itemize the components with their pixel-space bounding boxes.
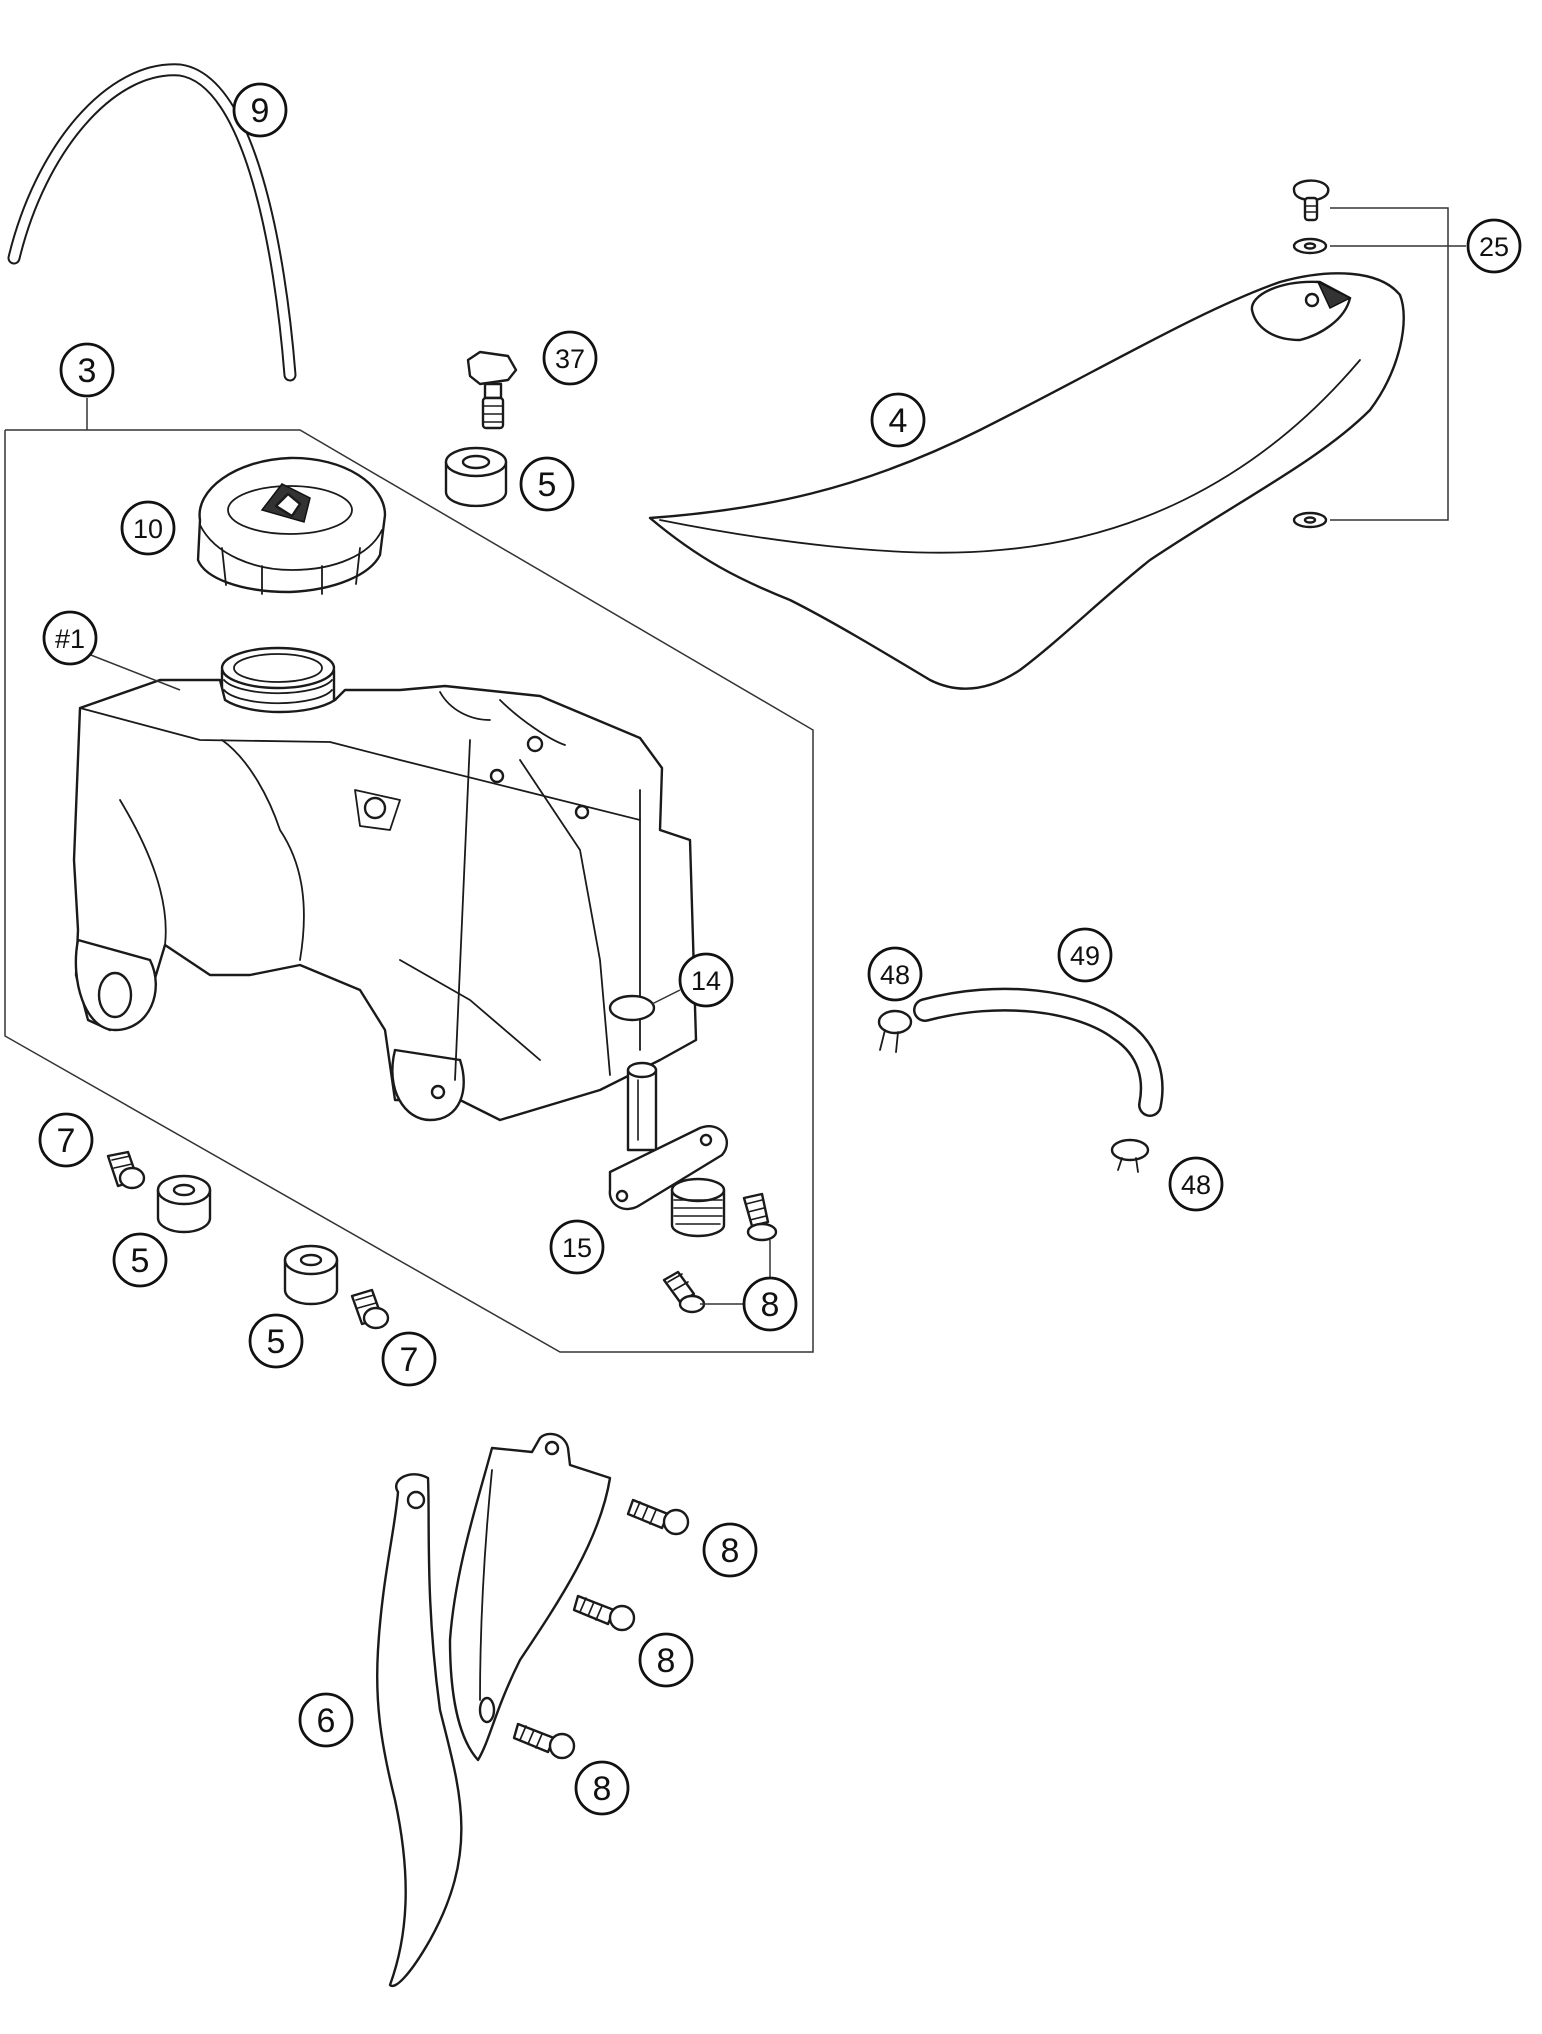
callout-49: 49: [1057, 927, 1113, 983]
callout-7-left: 7: [38, 1112, 94, 1168]
part-25-bracket: [1330, 207, 1449, 521]
callout-8-spoiler-top-label: 8: [721, 1532, 740, 1570]
callout-48-lower-label: 48: [1181, 1170, 1211, 1200]
spoiler-screw-middle: [572, 1594, 636, 1632]
callout-3: 3: [59, 342, 115, 398]
fuel-tap-screw-1: [742, 1192, 778, 1242]
seat-washer-top: [1292, 237, 1328, 255]
callout-48-upper: 48: [867, 946, 923, 1002]
fuel-tap: [608, 1061, 728, 1238]
callout-5-upper: 5: [519, 456, 575, 512]
callout-14: 14: [678, 952, 734, 1008]
callout-14-label: 14: [691, 966, 721, 996]
callout-5-left-label: 5: [131, 1242, 150, 1280]
callout-49-label: 49: [1070, 941, 1100, 971]
spacer-left: [156, 1174, 212, 1234]
callout-8-fuel-tap: 8: [742, 1276, 798, 1332]
tank-spoiler: [375, 1432, 612, 1988]
callout-1: #1: [42, 610, 98, 666]
callout-9: 9: [232, 82, 288, 138]
callout-5-upper-label: 5: [538, 466, 557, 504]
fuel-tap-screw-2: [662, 1270, 706, 1314]
callout-8-spoiler-bottom-label: 8: [593, 1770, 612, 1808]
mount-bolt-right: [350, 1288, 390, 1330]
callout-6-label: 6: [317, 1702, 336, 1740]
callout-15: 15: [549, 1219, 605, 1275]
callout-5-right: 5: [248, 1313, 304, 1369]
tank-leader-line: [77, 649, 181, 691]
callout-10: 10: [120, 500, 176, 556]
callout-8-fuel-tap-label: 8: [761, 1286, 780, 1324]
fuel-tank: [72, 646, 698, 1122]
callout-5-left: 5: [112, 1232, 168, 1288]
seat-washer-bottom: [1292, 511, 1328, 529]
callout-9-label: 9: [251, 92, 270, 130]
fuel-tap-gasket: [608, 989, 681, 1022]
callout-37-label: 37: [555, 344, 585, 374]
hose-clamp-lower: [1110, 1138, 1150, 1173]
callout-1-label: #1: [55, 624, 85, 654]
callout-8-spoiler-bottom: 8: [574, 1760, 630, 1816]
callout-5-right-label: 5: [267, 1323, 286, 1361]
spacer-upper: [444, 446, 508, 508]
callout-48-upper-label: 48: [880, 960, 910, 990]
callout-10-label: 10: [133, 514, 163, 544]
breather-hose: [7, 63, 297, 382]
callout-7-left-label: 7: [57, 1122, 76, 1160]
callout-8-spoiler-top: 8: [702, 1522, 758, 1578]
group-3-bracket: [4, 398, 814, 1353]
mount-bolt-left: [106, 1150, 146, 1190]
seat-fixing-screw: [1292, 179, 1330, 222]
fuel-cap: [196, 456, 387, 595]
callout-6: 6: [298, 1692, 354, 1748]
seat: [648, 272, 1405, 690]
callout-8-spoiler-middle-label: 8: [657, 1642, 676, 1680]
callout-15-label: 15: [562, 1233, 592, 1263]
callout-4-label: 4: [889, 402, 908, 440]
spacer-right: [283, 1244, 339, 1306]
callout-7-right: 7: [381, 1331, 437, 1387]
callout-7-right-label: 7: [400, 1341, 419, 1379]
callout-3-label: 3: [78, 352, 97, 390]
seat-screw: [466, 350, 518, 430]
callout-48-lower: 48: [1168, 1156, 1224, 1212]
callout-4: 4: [870, 392, 926, 448]
callout-25-label: 25: [1479, 232, 1509, 262]
fuel-hose: [913, 987, 1164, 1117]
callout-25: 25: [1466, 218, 1522, 274]
spoiler-screw-bottom: [512, 1722, 576, 1760]
spoiler-screw-top: [626, 1498, 690, 1536]
callout-37: 37: [542, 330, 598, 386]
callout-8-spoiler-middle: 8: [638, 1632, 694, 1688]
hose-clamp-upper: [877, 1009, 913, 1053]
